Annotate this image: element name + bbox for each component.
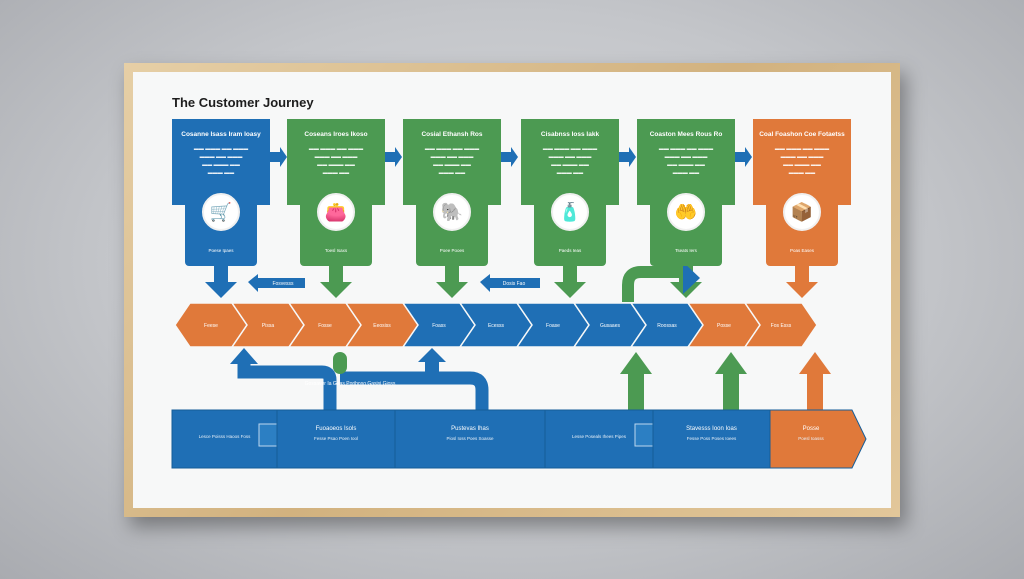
right-arrow bbox=[735, 147, 752, 167]
stage-card-body: ▬▬ ▬▬▬ ▬▬ ▬▬▬▬▬▬ ▬▬ ▬▬▬▬▬ ▬▬▬ ▬▬▬▬▬ ▬▬ bbox=[424, 146, 480, 177]
up-arrow bbox=[230, 348, 258, 364]
chevron-label: Posse bbox=[717, 323, 731, 329]
down-arrow bbox=[205, 262, 237, 298]
stage-card-body: ▬▬ ▬▬▬ ▬▬ ▬▬▬▬▬▬ ▬▬ ▬▬▬▬▬ ▬▬▬ ▬▬▬▬▬ ▬▬ bbox=[542, 146, 598, 177]
connector-stem bbox=[628, 372, 644, 410]
stage-card: Coal Foashon Coe Fotaetss ▬▬ ▬▬▬ ▬▬ ▬▬▬▬▬… bbox=[753, 119, 851, 205]
chevron-label: Foass bbox=[432, 323, 446, 329]
stage-card-heading: Cisabnss Ioss Iakk bbox=[540, 131, 600, 138]
up-arrow bbox=[418, 348, 446, 362]
heart-hand-icon: 🤲 bbox=[667, 193, 705, 231]
left-arrow-label: Dosis Fao bbox=[503, 281, 526, 287]
stage-card: Cosanne Isass Iram Ioasy ▬▬ ▬▬▬ ▬▬ ▬▬▬▬▬▬… bbox=[172, 119, 270, 205]
chevron-label: Feese bbox=[204, 323, 218, 329]
stage-card-body: ▬▬ ▬▬▬ ▬▬ ▬▬▬▬▬▬ ▬▬ ▬▬▬▬▬ ▬▬▬ ▬▬▬▬▬ ▬▬ bbox=[774, 146, 830, 177]
connector-loop bbox=[622, 266, 683, 302]
chevron-label: Gusaaes bbox=[600, 323, 621, 329]
down-arrow bbox=[554, 262, 586, 298]
stage-caption: Toesl Isaxs bbox=[324, 248, 348, 253]
box-icon: 📦 bbox=[783, 193, 821, 231]
connector-loop bbox=[340, 371, 489, 410]
connector-stem bbox=[807, 372, 823, 410]
bottom-band-segment bbox=[769, 409, 867, 469]
bottom-band-title: Fuoaoeos Isols bbox=[316, 426, 357, 432]
connector-stem bbox=[333, 352, 347, 374]
bottom-band-text: Piosl Ioss Poes Soasse bbox=[446, 436, 494, 441]
chevron-label: Fosse bbox=[318, 323, 332, 329]
connector-loop bbox=[237, 362, 337, 410]
chevron-label: Roossas bbox=[657, 323, 677, 329]
ship-icon bbox=[634, 423, 656, 447]
stage-caption: Tseats Iers bbox=[675, 248, 697, 253]
stage-card-body: ▬▬ ▬▬▬ ▬▬ ▬▬▬▬▬▬ ▬▬ ▬▬▬▬▬ ▬▬▬ ▬▬▬▬▬ ▬▬ bbox=[193, 146, 249, 177]
right-arrow bbox=[501, 147, 518, 167]
stage-caption: Poee Pooes bbox=[439, 248, 465, 253]
right-arrow bbox=[683, 262, 700, 294]
elephant-icon: 🐘 bbox=[433, 193, 471, 231]
right-arrow bbox=[385, 147, 402, 167]
stage-card-heading: Cosial Ethansh Ros bbox=[421, 131, 483, 138]
stage-card-heading: Coaston Mees Rous Ro bbox=[649, 131, 723, 138]
bottom-band-title: Stavesss Ioon Ioas bbox=[686, 426, 737, 432]
right-arrow bbox=[619, 147, 636, 167]
poster-title: The Customer Journey bbox=[172, 95, 314, 110]
down-arrow bbox=[320, 262, 352, 298]
wallet-icon: 👛 bbox=[317, 193, 355, 231]
stage-card: Cosial Ethansh Ros ▬▬ ▬▬▬ ▬▬ ▬▬▬▬▬▬ ▬▬ ▬▬… bbox=[403, 119, 501, 205]
bottle-icon: 🧴 bbox=[551, 193, 589, 231]
bottom-band-text: Lesse Poseals Ihees Pipes bbox=[572, 434, 627, 439]
left-arrow bbox=[480, 274, 540, 292]
stage-card-heading: Cosanne Isass Iram Ioasy bbox=[181, 131, 261, 138]
stage-caption: Paeds Ieas bbox=[558, 248, 582, 253]
chevron-label: Foase bbox=[546, 323, 560, 329]
connector-stem bbox=[723, 372, 739, 410]
bottom-band-text: Poesl Ioasss bbox=[798, 436, 824, 441]
stage-caption: Poas Eases bbox=[789, 248, 814, 253]
down-arrow bbox=[436, 262, 468, 298]
up-arrow bbox=[620, 352, 652, 374]
stage-card-heading: Coseans Iroes Ikoso bbox=[304, 131, 368, 138]
stage-card: Coseans Iroes Ikoso ▬▬ ▬▬▬ ▬▬ ▬▬▬▬▬▬ ▬▬ ▬… bbox=[287, 119, 385, 205]
stage-card: Coaston Mees Rous Ro ▬▬ ▬▬▬ ▬▬ ▬▬▬▬▬▬ ▬▬ … bbox=[637, 119, 735, 205]
chevron-label: Ecesss bbox=[488, 323, 505, 329]
shopping-cart-icon: 🛒 bbox=[202, 193, 240, 231]
right-arrow bbox=[270, 147, 287, 167]
rocket-icon bbox=[258, 423, 280, 447]
stage-card-body: ▬▬ ▬▬▬ ▬▬ ▬▬▬▬▬▬ ▬▬ ▬▬▬▬▬ ▬▬▬ ▬▬▬▬▬ ▬▬ bbox=[658, 146, 714, 177]
bottom-band-title: Pustevas Ihas bbox=[451, 426, 489, 432]
stage-card: Cisabnss Ioss Iakk ▬▬ ▬▬▬ ▬▬ ▬▬▬▬▬▬ ▬▬ ▬▬… bbox=[521, 119, 619, 205]
bottom-band-title: Posse bbox=[803, 426, 820, 432]
up-arrow bbox=[799, 352, 831, 374]
chevron-label: Fos Esss bbox=[771, 323, 792, 329]
chevron-label: Eeosiss bbox=[373, 323, 391, 329]
bottom-band-text: Lesce Poisss Haoos Foss bbox=[199, 434, 252, 439]
loop-label: Gossaver Ia Gaas Poriboso Gasisi Gioss bbox=[305, 381, 396, 387]
left-arrow bbox=[248, 274, 305, 292]
bottom-band-text: Fesse Psao Poen Iool bbox=[314, 436, 358, 441]
chevron-label: Pissa bbox=[262, 323, 274, 329]
left-arrow-label: Fosvesss bbox=[272, 281, 294, 287]
journey-chevron bbox=[743, 302, 818, 348]
down-arrow bbox=[786, 262, 818, 298]
bottom-band-text: Fesse Poss Poses Ioees bbox=[687, 436, 737, 441]
stage-caption: Poese Ipaes bbox=[208, 248, 234, 253]
stage-card-body: ▬▬ ▬▬▬ ▬▬ ▬▬▬▬▬▬ ▬▬ ▬▬▬▬▬ ▬▬▬ ▬▬▬▬▬ ▬▬ bbox=[308, 146, 364, 177]
connector-stem bbox=[425, 360, 439, 378]
stage-card-heading: Coal Foashon Coe Fotaetss bbox=[759, 131, 845, 138]
up-arrow bbox=[715, 352, 747, 374]
